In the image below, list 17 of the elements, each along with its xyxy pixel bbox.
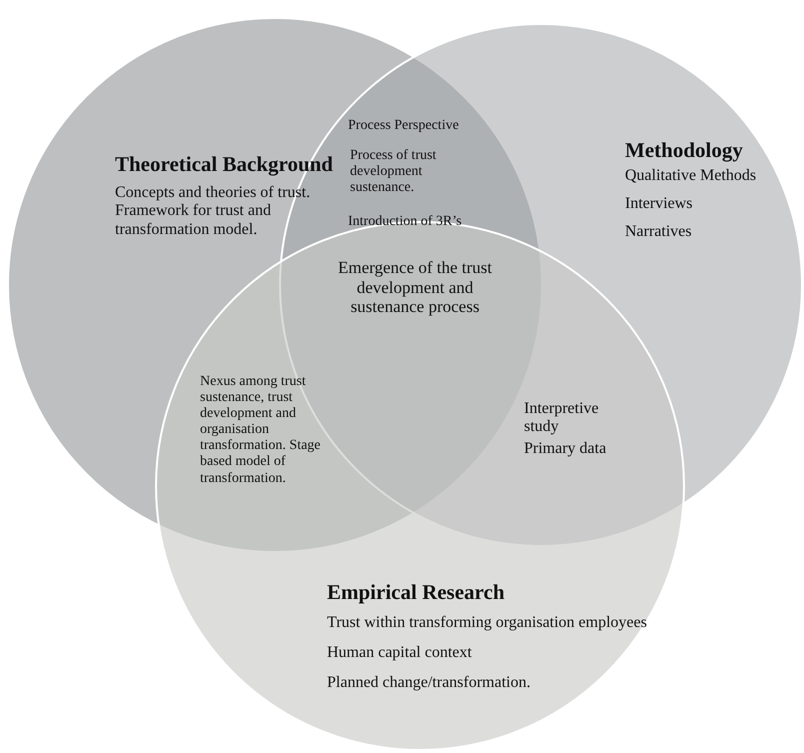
circle-heading: Theoretical Background <box>115 152 334 176</box>
circle-heading: Empirical Research <box>327 580 506 604</box>
overlap-text: Process of trust development sustenance. <box>350 148 438 196</box>
circle-text: Narratives <box>625 223 693 242</box>
overlap-text: Emergence of the trust development and sustenance process <box>336 258 494 317</box>
circle-text: Interviews <box>625 195 694 214</box>
overlap-text: Nexus among trust sustenance, trust development and organisation transformation. Stage based model of transformation. <box>200 374 322 487</box>
circle-text: Concepts and theories of trust. Framework for trust and transformation model. <box>115 184 312 240</box>
circle-text: Planned change/transformation. <box>327 674 532 692</box>
circle-text: Trust within transforming organisation employees <box>327 614 648 632</box>
circle-text: Qualitative Methods <box>625 167 758 186</box>
overlap-text: Primary data <box>524 440 608 458</box>
overlap-text: Process Perspective <box>348 118 460 134</box>
overlap-text: Interpretive study <box>524 400 600 437</box>
circle-heading: Methodology <box>625 138 744 162</box>
overlap-text: Introduction of 3R’s <box>348 214 463 230</box>
circle-text: Human capital context <box>327 644 473 662</box>
